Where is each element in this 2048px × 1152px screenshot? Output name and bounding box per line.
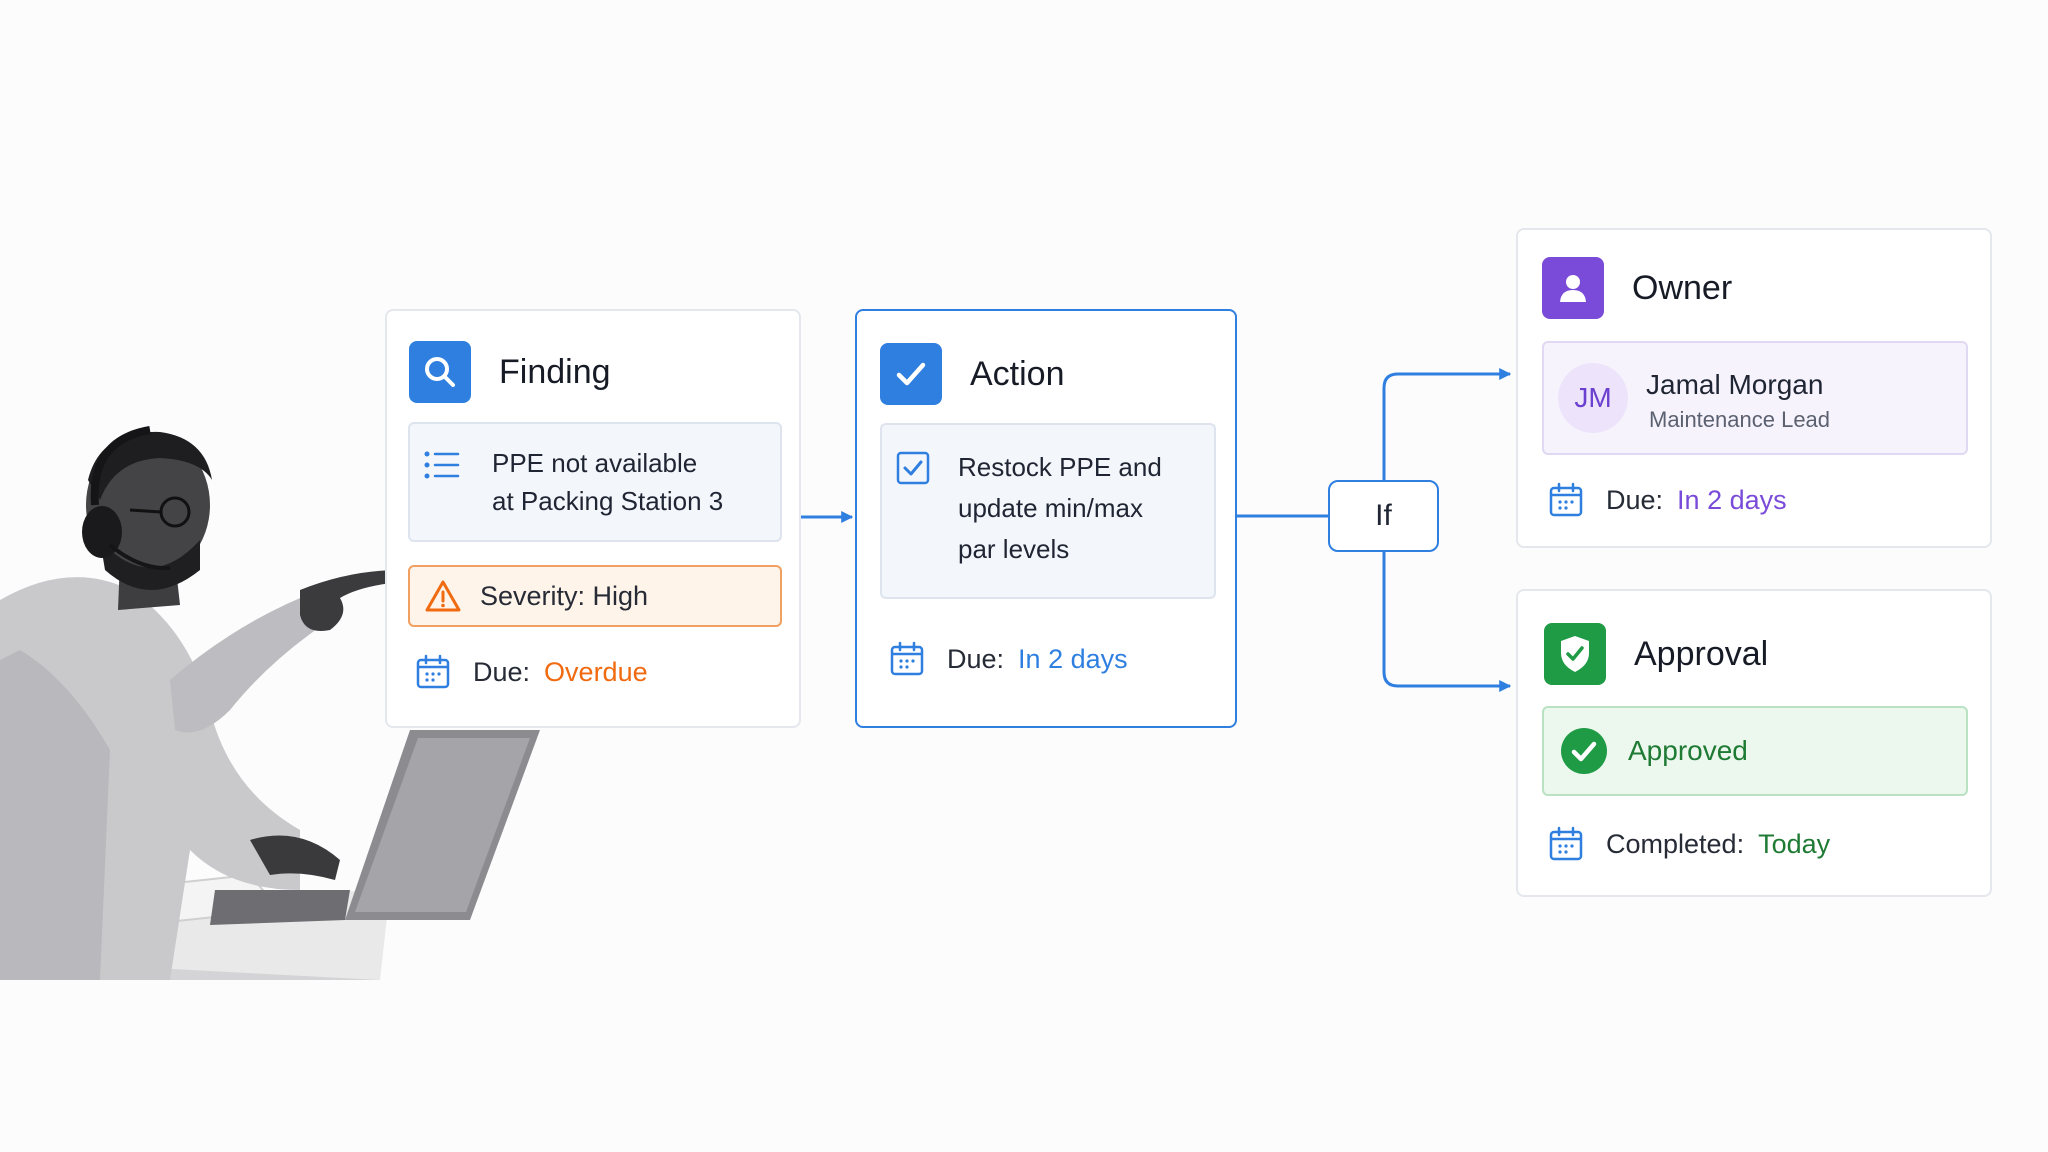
owner-person-box[interactable]: JM Jamal Morgan Maintenance Lead <box>1542 341 1968 455</box>
approval-completed-value: Today <box>1758 828 1831 859</box>
owner-card[interactable]: Owner JM Jamal Morgan Maintenance Lead D… <box>1516 228 1992 548</box>
action-due-label: Due: <box>947 643 1005 674</box>
owner-due-row: Due: In 2 days <box>1548 482 1787 518</box>
approval-status: Approved <box>1628 735 1748 766</box>
finding-header: Finding <box>409 341 611 403</box>
finding-due-label: Due: <box>473 656 531 687</box>
arrow-if-to-owner <box>1382 368 1512 480</box>
finding-title: Finding <box>499 352 611 391</box>
avatar: JM <box>1558 363 1628 433</box>
calendar-icon <box>890 641 924 676</box>
action-due-row: Due: In 2 days <box>889 641 1128 677</box>
action-task-box: Restock PPE and update min/max par level… <box>880 423 1216 599</box>
approval-status-box: Approved <box>1542 706 1968 796</box>
if-decision-node[interactable]: If <box>1328 480 1439 552</box>
search-icon <box>409 341 471 403</box>
action-due-value: In 2 days <box>1018 643 1128 674</box>
approval-completed-label: Completed: <box>1606 828 1745 859</box>
calendar-icon <box>416 654 450 689</box>
finding-due-row: Due: Overdue <box>415 654 648 690</box>
finding-due-value: Overdue <box>544 656 648 687</box>
finding-description-box: PPE not available at Packing Station 3 <box>408 422 782 542</box>
shield-check-icon <box>1544 623 1606 685</box>
approval-card[interactable]: Approval Approved Completed: Today <box>1516 589 1992 897</box>
owner-header: Owner <box>1542 257 1732 319</box>
person-illustration <box>0 426 540 980</box>
severity-text: Severity: High <box>480 580 649 611</box>
action-task: Restock PPE and update min/max par level… <box>958 452 1162 564</box>
check-circle-icon <box>1561 728 1607 774</box>
action-card[interactable]: Action Restock PPE and update min/max pa… <box>855 309 1237 728</box>
finding-card[interactable]: Finding PPE not available at Packing Sta… <box>385 309 801 728</box>
owner-due-label: Due: <box>1606 484 1664 515</box>
owner-role: Maintenance Lead <box>1649 407 1831 432</box>
owner-title: Owner <box>1632 268 1733 307</box>
approval-completed-row: Completed: Today <box>1548 826 1830 862</box>
action-header: Action <box>880 343 1065 405</box>
arrow-if-to-approval <box>1382 552 1512 692</box>
calendar-icon <box>1549 826 1583 861</box>
checkbox-icon <box>880 343 942 405</box>
calendar-icon <box>1549 482 1583 517</box>
list-icon <box>424 451 460 479</box>
finding-description: PPE not available at Packing Station 3 <box>492 448 724 516</box>
owner-due-value: In 2 days <box>1677 484 1787 515</box>
approval-title: Approval <box>1634 634 1769 673</box>
checkbox-icon <box>896 451 930 485</box>
severity-badge: Severity: High <box>408 565 782 627</box>
action-title: Action <box>970 354 1065 393</box>
user-icon <box>1542 257 1604 319</box>
approval-header: Approval <box>1544 623 1768 685</box>
warning-icon <box>425 580 461 612</box>
owner-name: Jamal Morgan <box>1646 369 1824 400</box>
